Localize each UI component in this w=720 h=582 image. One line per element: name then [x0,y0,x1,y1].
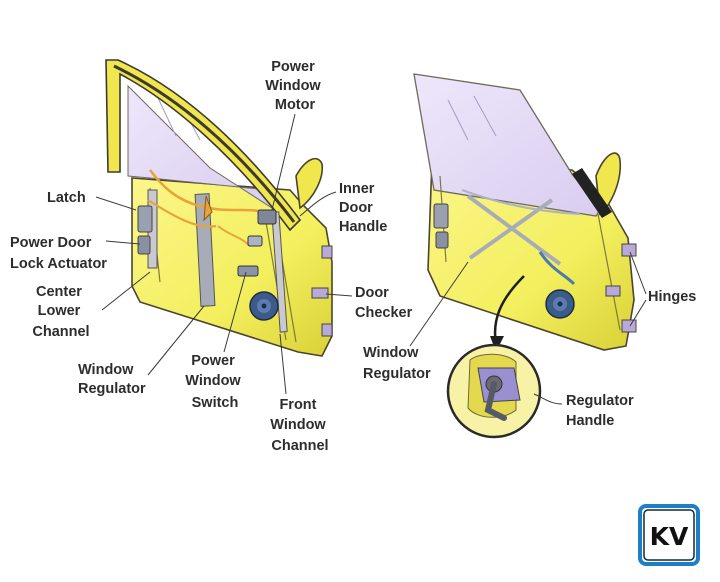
right-hinge-lower [621,319,637,333]
label-line: Window [185,373,241,389]
label-line: Window [270,417,326,433]
label-line: Channel [32,324,89,340]
label-line: Power [271,59,315,75]
label-line: Door [355,285,389,301]
label-window-regulator-left: Window Regulator [78,362,146,397]
left-speaker [249,291,279,321]
label-line: Power Door [10,235,92,251]
kv-logo-text: KV [650,522,689,551]
window-regulator-rail [194,193,216,307]
label-latch: Latch [47,190,86,206]
label-inner-door-handle: Inner Door Handle [339,181,387,235]
latch-part [137,205,153,233]
right-door-illustration [413,73,637,439]
label-line: Regulator [363,366,431,382]
regulator-handle-magnifier [446,343,542,439]
label-line: Switch [192,395,239,411]
label-center-lower-channel: Center Lower Channel [32,284,89,340]
inner-door-handle-part [247,235,263,247]
lock-actuator-part [137,235,151,255]
label-line: Regulator [566,393,634,409]
label-power-door-lock-actuator: Power Door Lock Actuator [10,235,107,272]
left-door-illustration [105,59,333,357]
left-window-frame [105,59,302,232]
right-latch-part [433,203,449,229]
label-hinges: Hinges [648,289,696,305]
right-speaker [545,289,575,319]
label-line: Lower [38,303,81,319]
label-line: Window [363,345,419,361]
label-power-window-switch: Power Window Switch [185,353,244,411]
left-hinge-upper [321,245,333,259]
power-window-switch-part [237,265,259,277]
label-power-window-motor: Power Window Motor [265,59,324,113]
labels: Power Window Motor Inner Door Handle Lat… [10,59,696,454]
label-line: Center [36,284,82,300]
label-line: Lock Actuator [10,256,107,272]
label-window-regulator-right: Window Regulator [363,345,431,382]
label-line: Front [279,397,316,413]
left-door-checker-part [311,287,329,299]
label-line: Regulator [78,381,146,397]
label-line: Inner [339,181,375,197]
label-line: Window [78,362,134,378]
label-line: Channel [271,438,328,454]
label-line: Handle [566,413,614,429]
label-line: Door [339,200,373,216]
label-line: Motor [275,97,316,113]
power-window-motor-part [257,209,277,225]
leader-lines [95,113,647,405]
right-hinge-upper [621,243,637,257]
label-line: Checker [355,305,413,321]
label-line: Handle [339,219,387,235]
label-line: Hinges [648,289,696,305]
left-hinge-lower [321,323,333,337]
label-line: Power [191,353,235,369]
kv-logo: KV [638,504,700,566]
label-front-window-channel: Front Window Channel [270,397,329,454]
label-line: Latch [47,190,86,206]
label-regulator-handle: Regulator Handle [566,393,638,429]
label-door-checker: Door Checker [355,285,413,321]
left-side-mirror [295,157,324,210]
label-line: Window [265,78,321,94]
